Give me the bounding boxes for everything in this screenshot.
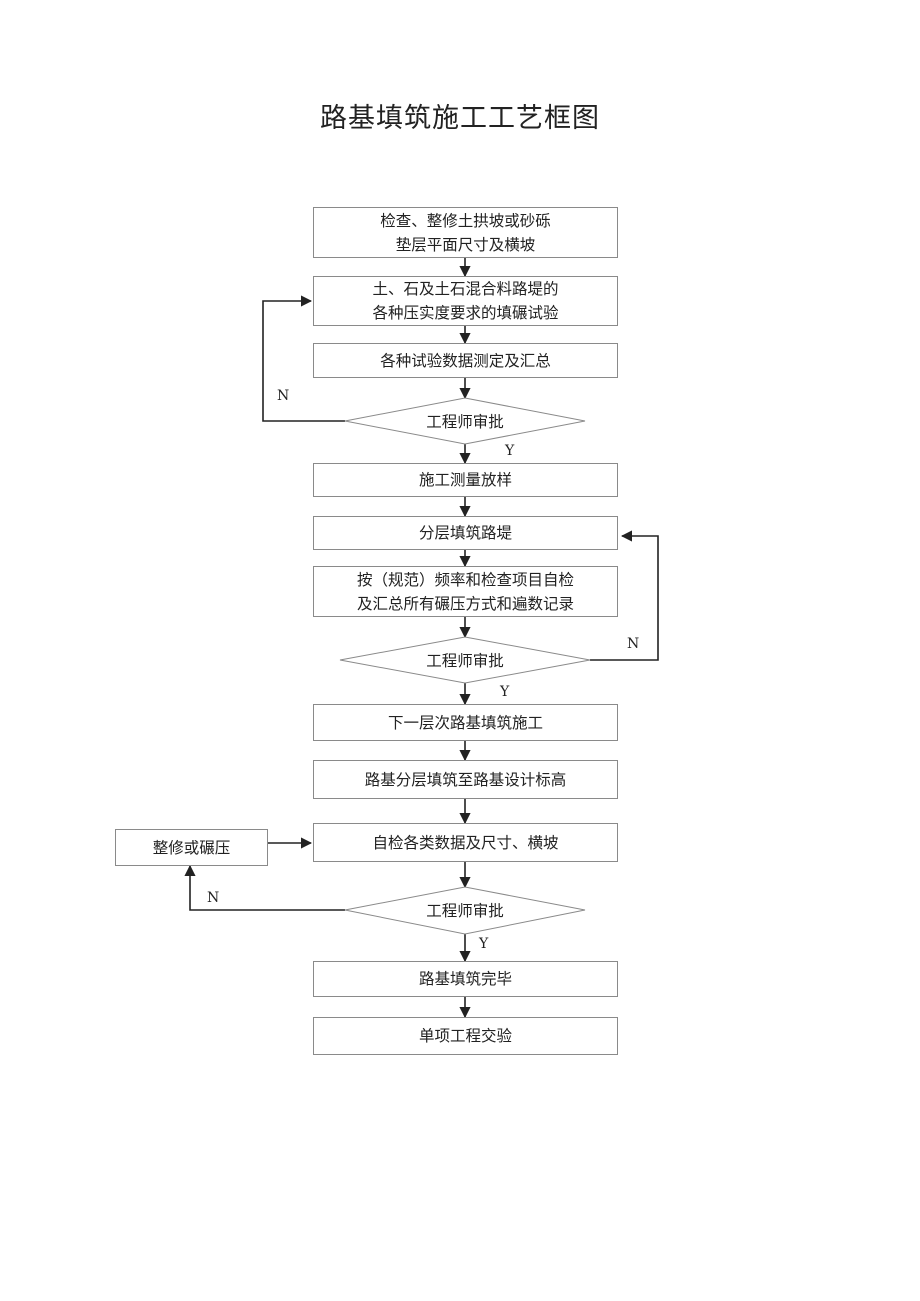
page-title: 路基填筑施工工艺框图 — [320, 103, 600, 134]
decision3-no-label: N — [207, 890, 220, 906]
decision2-no-label: N — [627, 636, 640, 652]
decision1-no-label: N — [277, 388, 290, 404]
decision1-yes-label: Y — [505, 443, 515, 459]
decision3-label: 工程师审批 — [426, 902, 504, 920]
step-test-data-summary: 各种试验数据测定及汇总 — [313, 343, 618, 378]
step-survey-layout: 施工测量放样 — [313, 463, 618, 497]
decision1-label: 工程师审批 — [426, 413, 504, 431]
step-fill-compaction-test: 土、石及土石混合料路堤的 各种压实度要求的填碾试验 — [313, 276, 618, 326]
step-fill-to-design-elevation: 路基分层填筑至路基设计标高 — [313, 760, 618, 799]
step-fill-complete: 路基填筑完毕 — [313, 961, 618, 997]
step-self-check-records: 按（规范）频率和检查项目自检 及汇总所有碾压方式和遍数记录 — [313, 566, 618, 617]
decision2-label: 工程师审批 — [426, 652, 504, 670]
decision2-yes-label: Y — [500, 684, 510, 700]
step-handover: 单项工程交验 — [313, 1017, 618, 1055]
decision2-diamond — [339, 636, 591, 684]
decision3-yes-label: Y — [479, 936, 489, 952]
step-self-check-dimensions: 自检各类数据及尺寸、横坡 — [313, 823, 618, 862]
decision3-diamond — [344, 886, 586, 935]
step-layered-fill: 分层填筑路堤 — [313, 516, 618, 550]
decision1-diamond — [344, 397, 586, 445]
loop-decision1-no — [262, 295, 345, 422]
step-next-layer: 下一层次路基填筑施工 — [313, 704, 618, 741]
loop-decision3-no — [184, 864, 345, 911]
step-inspect-base: 检查、整修土拱坡或砂砾 垫层平面尺寸及横坡 — [313, 207, 618, 258]
step-rework-compaction: 整修或碾压 — [115, 829, 268, 866]
loop-decision2-no — [590, 530, 659, 661]
